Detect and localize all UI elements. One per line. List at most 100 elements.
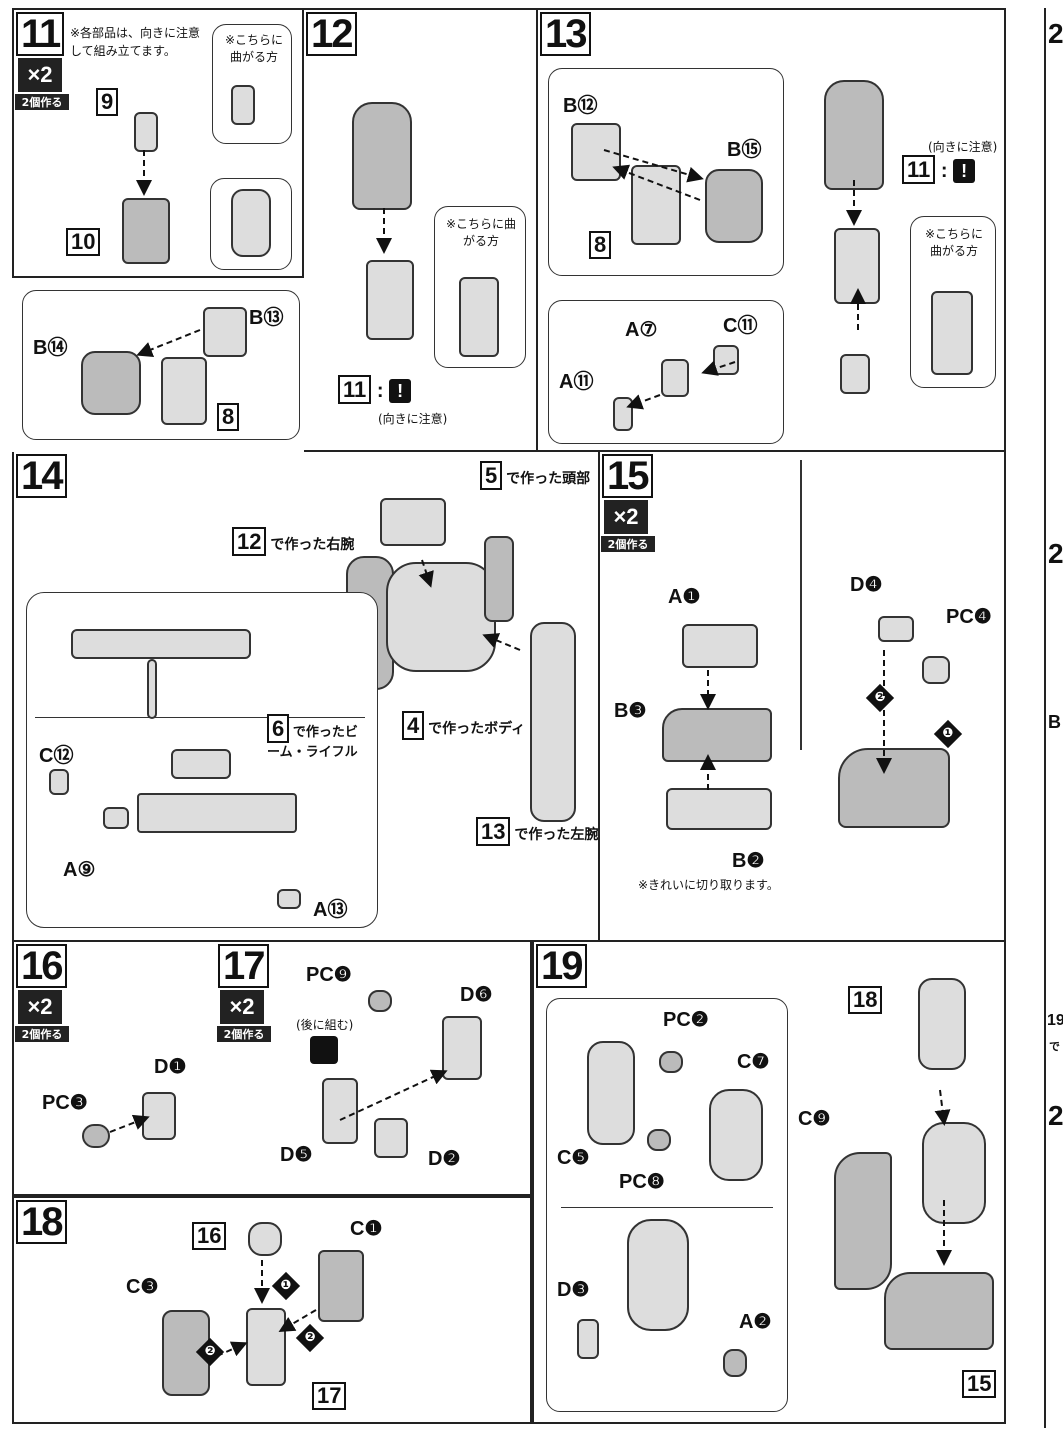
part-pc4-illustration xyxy=(922,656,950,684)
ref-step-number: 11 xyxy=(902,155,936,184)
part-pc9-illustration xyxy=(368,990,392,1012)
edge-part-label: B xyxy=(1048,712,1061,732)
part-b2-illustration xyxy=(666,788,772,830)
order-marker-2a: ❷ xyxy=(295,1323,325,1353)
edge-step-number: 2 xyxy=(1048,18,1063,49)
order-number: ❷ xyxy=(874,690,886,705)
part-a7-illustration xyxy=(661,359,689,397)
ref-text: で作った頭部 xyxy=(506,470,591,486)
part-a9-illustration xyxy=(103,807,129,829)
multiplier-label: 2個作る xyxy=(15,94,69,110)
step-13-upper-inset: B⑫ B⑮ 8 xyxy=(548,68,784,276)
order-marker-2b: ❷ xyxy=(195,1337,225,1367)
part-label-c12: C⑫ xyxy=(39,745,74,767)
ref-separator: : xyxy=(376,380,384,402)
order-marker-2: ❷ xyxy=(865,683,895,713)
part-b13-illustration xyxy=(203,307,247,357)
step-number: 13 xyxy=(540,12,591,56)
ref-head: 5 で作った頭部 xyxy=(480,461,591,490)
rifle-inset: C⑫ A⑨ 6 で作ったビーム・ライフル A⑬ xyxy=(26,592,378,928)
part-label-8: 8 xyxy=(589,231,612,259)
bend-inset: ※こちらに曲がる方 xyxy=(910,216,996,388)
ref-separator: : xyxy=(940,160,948,182)
order-number: ❶ xyxy=(280,1278,292,1293)
multiplier-label: 2個作る xyxy=(15,1026,69,1042)
part-label-c7: C❼ xyxy=(737,1051,770,1073)
assembly-note: ※各部品は、向きに注意して組み立てます。 xyxy=(70,26,201,58)
part-pc2-illustration xyxy=(659,1051,683,1073)
part-d6-illustration xyxy=(442,1016,482,1080)
step-19-leg-inset: PC❷ C❼ C❺ PC❽ D❸ A❷ xyxy=(546,998,788,1412)
edge-ref-text: で xyxy=(1049,1041,1060,1053)
part-label-c1: C❶ xyxy=(350,1218,383,1240)
part-a2-illustration xyxy=(723,1349,747,1377)
part-label-b2: B❷ xyxy=(732,850,765,872)
ref-left-arm: 13 で作った左腕 xyxy=(476,817,598,846)
backpack-illustration xyxy=(484,536,514,622)
part-b12-illustration xyxy=(571,123,621,181)
edge-ref-number: 19 xyxy=(1047,1012,1063,1029)
part-c1-illustration xyxy=(318,1250,364,1322)
order-number: ❷ xyxy=(304,1330,316,1345)
part-label-c11: C⑪ xyxy=(723,315,758,337)
part-label-18: 18 xyxy=(848,986,883,1014)
part-label-9: 9 xyxy=(96,88,119,116)
step-13-panel: 13 B⑫ B⑮ 8 A⑦ C⑪ A⑪ (向きに注意) 11 : ! ※こちらに… xyxy=(538,8,1006,452)
bend-inset: ※こちらに曲がる方 xyxy=(434,206,526,368)
part-c7-illustration xyxy=(709,1089,763,1181)
part-label-15: 15 xyxy=(962,1370,997,1398)
rifle-scope-illustration xyxy=(171,749,231,779)
left-arm-illustration xyxy=(530,622,576,822)
bend-note: ※こちらに曲がる方 xyxy=(924,227,984,258)
bend-note: ※こちらに曲がる方 xyxy=(445,217,517,248)
part-label-d6: D❻ xyxy=(460,984,493,1006)
warning-note: (向きに注意) xyxy=(928,140,998,154)
multiplier-badge: ×2 xyxy=(604,500,648,534)
ref-step-number: 4 xyxy=(402,711,425,740)
part-label-a9: A⑨ xyxy=(63,859,96,881)
multiplier-label: 2個作る xyxy=(217,1026,271,1042)
warning-icon: ! xyxy=(953,159,976,183)
part-label-b3: B❸ xyxy=(614,700,647,722)
ref-right-arm: 12 で作った右腕 xyxy=(232,527,354,556)
part-label-pc9: PC❾ xyxy=(306,964,352,986)
part-label-16: 16 xyxy=(192,1222,227,1250)
head-illustration xyxy=(380,498,446,546)
part-label-d1: D❶ xyxy=(154,1056,187,1078)
later-part-icon xyxy=(310,1036,338,1064)
part-a1-illustration xyxy=(682,624,758,668)
part-18-illustration xyxy=(918,978,966,1070)
part-d4-illustration xyxy=(878,616,914,642)
arm-upper-illustration xyxy=(352,102,412,210)
part-label-d4: D❹ xyxy=(850,574,883,596)
step-number: 12 xyxy=(306,12,357,56)
part-label-c3: C❸ xyxy=(126,1276,159,1298)
ref-rifle: 6 で作ったビーム・ライフル xyxy=(267,714,367,760)
bend-inset: ※こちらに曲がる方 xyxy=(212,24,292,144)
multiplier-label: 2個作る xyxy=(601,536,655,552)
part-label-b14: B⑭ xyxy=(33,337,68,359)
rifle-illustration xyxy=(137,793,297,833)
step-14-panel: 14 5 で作った頭部 12 で作った右腕 4 で作ったボディ 13 で作った左… xyxy=(12,452,600,942)
ref-text: で作ったビーム・ライフル xyxy=(267,724,358,759)
ref-text: で作ったボディ xyxy=(428,720,526,736)
warning-note: (向きに注意) xyxy=(378,412,448,426)
part-10-detail-inset xyxy=(210,178,292,270)
part-pc3-illustration xyxy=(82,1124,110,1148)
part-label-a11: A⑪ xyxy=(559,371,594,393)
cut-note: ※きれいに切り取ります。 xyxy=(638,878,779,892)
ref-body: 4 で作ったボディ xyxy=(402,711,526,740)
part-c5-illustration xyxy=(587,1041,635,1145)
part-label-b13: B⑬ xyxy=(249,307,284,329)
part-d5-illustration xyxy=(322,1078,358,1144)
ref-step-11: 11 : ! xyxy=(338,375,412,404)
adjacent-page-edge: 2 2 B 19 で 2 xyxy=(1044,8,1063,1428)
step-number: 18 xyxy=(16,1200,67,1244)
joint-part-illustration xyxy=(231,85,255,125)
multiplier-badge: ×2 xyxy=(18,58,62,92)
part-10-illustration xyxy=(122,198,170,264)
part-b3-illustration xyxy=(662,708,772,762)
part-pc8-illustration xyxy=(647,1129,671,1151)
edge-step-number: 2 xyxy=(1048,538,1063,569)
part-c9-illustration xyxy=(834,1152,892,1290)
